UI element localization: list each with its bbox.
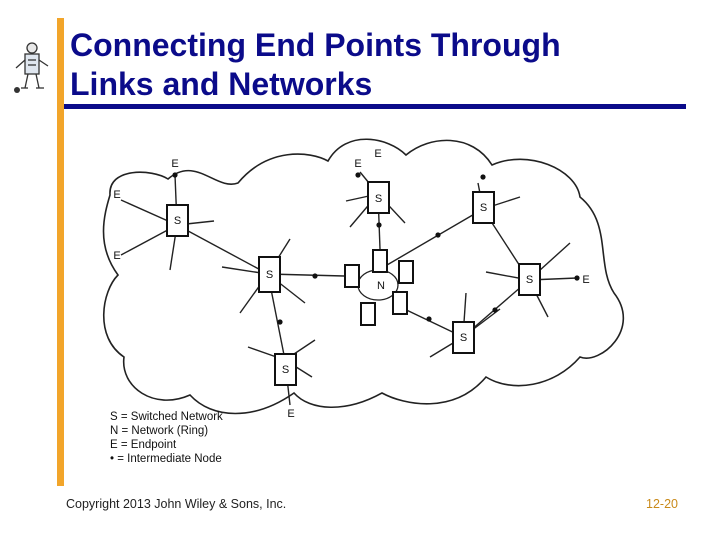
- svg-text:S: S: [460, 332, 467, 344]
- endpoint-label: E: [582, 274, 589, 286]
- legend-item: E = Endpoint: [110, 439, 177, 451]
- legend-item: • = Intermediate Node: [110, 453, 222, 465]
- switch-node: S: [518, 263, 541, 296]
- title-line-1: Connecting End Points Through: [70, 27, 561, 63]
- switch-node: S: [166, 204, 189, 237]
- intermediate-node-dot: [376, 222, 382, 228]
- svg-text:S: S: [282, 364, 289, 376]
- intermediate-node-dot: [492, 307, 498, 313]
- endpoint-label: E: [374, 148, 381, 160]
- endpoint-dot: [574, 275, 580, 281]
- slide-title: Connecting End Points Through Links and …: [70, 26, 670, 104]
- svg-text:S: S: [480, 202, 487, 214]
- svg-text:S: S: [174, 215, 181, 227]
- switch-node: S: [472, 191, 495, 224]
- title-line-2: Links and Networks: [70, 66, 373, 102]
- endpoint-label: E: [354, 158, 361, 170]
- endpoint-dot: [355, 172, 361, 178]
- svg-text:S: S: [375, 193, 382, 205]
- intermediate-node-dot: [277, 319, 283, 325]
- switch-node: S: [274, 353, 297, 386]
- switch-node: S: [452, 321, 475, 354]
- endpoint-label: E: [287, 408, 294, 420]
- network-diagram: N S S S S S S S E E E E E E E: [102, 138, 625, 465]
- svg-text:S: S: [526, 274, 533, 286]
- page-number: 12-20: [646, 497, 678, 511]
- network-cloud-outline: [102, 138, 625, 415]
- endpoint-label: E: [113, 250, 120, 262]
- switch-node: S: [258, 256, 281, 293]
- intermediate-node-dot: [480, 174, 486, 180]
- endpoint-dot: [172, 172, 178, 178]
- switch-node: S: [367, 181, 390, 214]
- intermediate-node-dot: [435, 232, 441, 238]
- legend-item: N = Network (Ring): [110, 425, 208, 437]
- ring-network: N: [344, 249, 414, 326]
- svg-text:S: S: [266, 269, 273, 281]
- endpoint-label: E: [113, 189, 120, 201]
- legend-item: S = Switched Network: [110, 411, 223, 423]
- copyright-text: Copyright 2013 John Wiley & Sons, Inc.: [66, 497, 287, 511]
- mascot-icon: [14, 42, 49, 93]
- endpoint-label: E: [171, 158, 178, 170]
- network-label: N: [377, 280, 385, 292]
- title-underline-bar: [64, 104, 686, 109]
- diagram-legend: S = Switched Network N = Network (Ring) …: [110, 411, 223, 465]
- intermediate-node-dot: [312, 273, 318, 279]
- accent-vertical-bar: [57, 18, 64, 486]
- intermediate-node-dot: [426, 316, 432, 322]
